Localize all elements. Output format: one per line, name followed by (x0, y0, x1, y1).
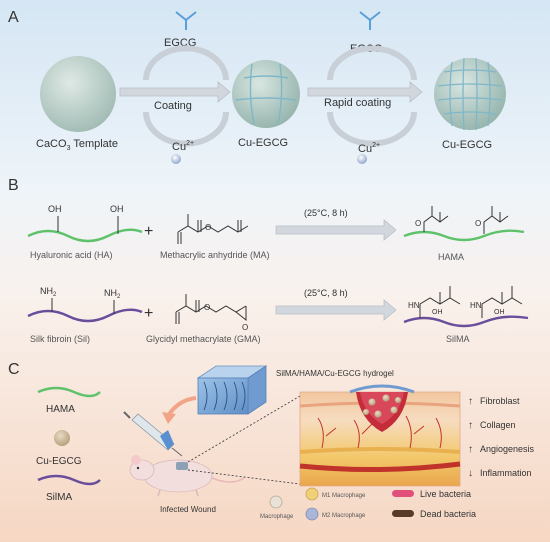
effect-inflammation-label: Inflammation (480, 468, 532, 478)
ha-oh-2: OH (110, 204, 124, 214)
hydrogel-label: SilMA/HAMA/Cu-EGCG hydrogel (276, 369, 394, 378)
gma-epoxide-o: O (242, 323, 248, 332)
live-bacteria-icon (392, 490, 414, 497)
egcg-molecule-icon-2 (359, 11, 381, 30)
capillaries (317, 415, 442, 449)
effect-fibroblast-arrow: ↑ (468, 396, 473, 407)
blood-vessel (299, 461, 461, 473)
ma-structure (177, 214, 249, 244)
silma-methacrylate-groups (419, 286, 523, 318)
plus-1: + (144, 223, 153, 240)
cycle-arrow-top (143, 45, 229, 81)
condition-2: (25°C, 8 h) (304, 288, 348, 298)
panel-c: C HAMA Cu-EGCG SilMA SilMA/HAMA/Cu-EGCG … (8, 361, 535, 521)
hama-o-1: O (415, 219, 421, 228)
m1-macrophage-icon (305, 487, 319, 501)
wound-cu-egcg-beads (363, 394, 401, 418)
cycle-arrow-bottom-2 (327, 111, 417, 147)
rapid-coating-arrow (307, 81, 423, 103)
ha-oh-1: OH (48, 204, 62, 214)
silma-oh-1: OH (432, 309, 443, 316)
cycle-arrow-bottom (143, 111, 229, 147)
cell-legend: Macrophage M1 Macrophage M2 Macrophage L… (260, 487, 476, 521)
infected-mouse (129, 455, 245, 497)
rapid-coating-label: Rapid coating (324, 97, 391, 109)
macrophage-label: Macrophage (260, 514, 294, 520)
sil-label: Silk fibroin (Sil) (30, 334, 90, 344)
macrophage-icon (269, 495, 283, 509)
wound-patch (176, 462, 188, 470)
coating-arrow (119, 81, 231, 103)
hydrogel-cube (196, 365, 268, 415)
cycle-arrow-top-2 (327, 45, 417, 81)
ma-o-atom: O (205, 223, 211, 232)
sil-chain (27, 308, 143, 323)
panel-a: A CaCO3 Template EGCG Coating Cu2+ Cu-EG… (8, 9, 506, 164)
effect-collagen-label: Collagen (480, 420, 516, 430)
particle1-label: Cu-EGCG (238, 137, 288, 149)
sil-nh2-1: NH2 (40, 286, 57, 298)
caco3-template-sphere (40, 56, 116, 132)
m2-macrophage-icon (305, 507, 319, 521)
panel-b-letter: B (8, 177, 19, 194)
sil-nh2-2: NH2 (104, 288, 121, 300)
plus-2: + (144, 305, 153, 322)
coating-label: Coating (154, 100, 192, 112)
syringe-icon (123, 411, 183, 457)
m1-label: M1 Macrophage (322, 493, 366, 499)
cu-egcg-particle-1 (232, 60, 300, 128)
silma-hn-2: HN (470, 301, 482, 310)
step1-cu-label: Cu2+ (172, 140, 194, 153)
gma-o-atom: O (204, 303, 210, 312)
effect-angiogenesis-label: Angiogenesis (480, 444, 535, 454)
m2-label: M2 Macrophage (322, 513, 366, 519)
hama-methacrylate-groups (423, 206, 509, 234)
gma-label: Glycidyl methacrylate (GMA) (146, 334, 261, 344)
zoom-line-bottom (187, 469, 301, 485)
effects-list: ↑ Fibroblast ↑ Collagen ↑ Angiogenesis ↓… (468, 396, 535, 479)
live-bacteria-label: Live bacteria (420, 489, 471, 499)
gma-structure (175, 294, 247, 324)
panel-b: B OH OH Hyaluronic acid (HA) + O Methacr… (8, 177, 529, 344)
dead-bacteria-label: Dead bacteria (420, 509, 476, 519)
wound-label: Infected Wound (160, 505, 216, 514)
ha-chain (27, 228, 143, 243)
skin-cross-section (299, 384, 461, 487)
reaction-arrow-1 (275, 219, 397, 241)
delivery-arrowhead (162, 412, 176, 424)
reaction-arrow-2 (275, 299, 397, 321)
silma-product-label: SilMA (446, 334, 470, 344)
effect-inflammation-arrow: ↓ (468, 468, 473, 479)
ma-label: Methacrylic anhydride (MA) (160, 250, 270, 260)
zoom-line-top (187, 395, 301, 463)
legend-cu-egcg-bead (54, 430, 70, 446)
hama-product-label: HAMA (438, 252, 464, 262)
legend-hama-label: HAMA (46, 404, 75, 415)
ha-label: Hyaluronic acid (HA) (30, 250, 113, 260)
legend-silma-line (37, 474, 101, 486)
egcg-molecule-icon (175, 11, 197, 30)
effect-fibroblast-label: Fibroblast (480, 396, 520, 406)
effect-collagen-arrow: ↑ (468, 420, 473, 431)
effect-angiogenesis-arrow: ↑ (468, 444, 473, 455)
legend-hama-line (37, 386, 101, 398)
legend-cu-egcg-label: Cu-EGCG (36, 456, 82, 467)
silma-hn-1: HN (408, 301, 420, 310)
silma-oh-2: OH (494, 309, 505, 316)
panel-a-letter: A (8, 9, 19, 26)
silma-chain (403, 315, 529, 328)
dead-bacteria-icon (392, 510, 414, 517)
step2-cu-label: Cu2+ (358, 142, 380, 155)
cu-egcg-particle-2 (434, 57, 506, 131)
hydrogel-dressing (349, 384, 415, 394)
hama-o-2: O (475, 219, 481, 228)
legend-silma-label: SilMA (46, 492, 72, 503)
panel-c-letter: C (8, 361, 20, 378)
particle2-label: Cu-EGCG (442, 139, 492, 151)
cu-ion-icon-2 (357, 154, 367, 164)
cu-ion-icon (171, 154, 181, 164)
template-label: CaCO3 Template (36, 138, 118, 152)
condition-1: (25°C, 8 h) (304, 208, 348, 218)
